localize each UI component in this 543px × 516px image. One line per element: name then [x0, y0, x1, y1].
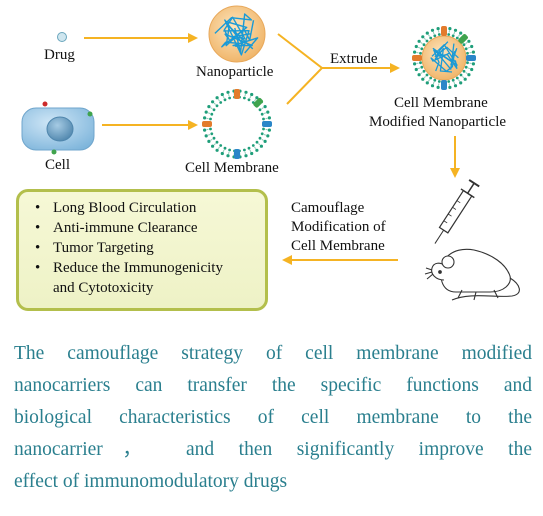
label-cmnp-line2: Modified Nanoparticle — [369, 114, 507, 130]
benefits-box: Long Blood Circulation Anti-immune Clear… — [16, 189, 268, 311]
benefit-item: Anti-immune Clearance — [35, 218, 257, 238]
cell-graphic — [21, 101, 95, 155]
cell-membrane-vesicle — [202, 89, 272, 159]
label-cmnp-line1: Cell Membrane — [394, 95, 488, 111]
syringe-icon — [434, 179, 480, 244]
caption-line: effect of immunomodulatory drugs — [14, 471, 288, 492]
diagram-svg — [21, 5, 520, 301]
caption-line: nanocarrier， and then significantly impr… — [14, 439, 532, 460]
caption-text: The camouflage strategy of cell membrane… — [14, 338, 532, 498]
arrow-merge-extrude — [277, 33, 324, 105]
label-camouflage-line1: Camouflage — [291, 200, 365, 216]
benefit-item-continued: and Cytotoxicity — [53, 280, 154, 296]
benefit-item: Tumor Targeting — [35, 238, 257, 258]
label-camouflage-line2: Modification of — [291, 219, 386, 235]
benefit-item: Reduce the Immunogenicity — [35, 258, 257, 278]
diagram-canvas: Drug Cell Nanoparticle Cell Membrane Ext… — [0, 0, 543, 330]
caption-line: nanocarriers can transfer the specific f… — [14, 375, 532, 396]
cell-membrane-modified-nanoparticle — [412, 26, 476, 90]
label-extrude: Extrude — [330, 51, 378, 67]
drug-dot — [57, 32, 67, 42]
caption-line: biological characteristics of cell membr… — [14, 407, 532, 428]
label-cell-membrane: Cell Membrane — [185, 160, 279, 176]
benefits-list: Long Blood Circulation Anti-immune Clear… — [31, 198, 257, 298]
benefit-item: Long Blood Circulation — [35, 198, 257, 218]
caption-line: The camouflage strategy of cell membrane… — [14, 343, 532, 364]
label-cell: Cell — [45, 157, 70, 173]
label-drug: Drug — [44, 47, 75, 63]
label-nanoparticle: Nanoparticle — [196, 64, 274, 80]
label-camouflage-line3: Cell Membrane — [291, 238, 385, 254]
nanoparticle-graphic — [208, 5, 266, 63]
mouse-icon — [424, 248, 520, 301]
